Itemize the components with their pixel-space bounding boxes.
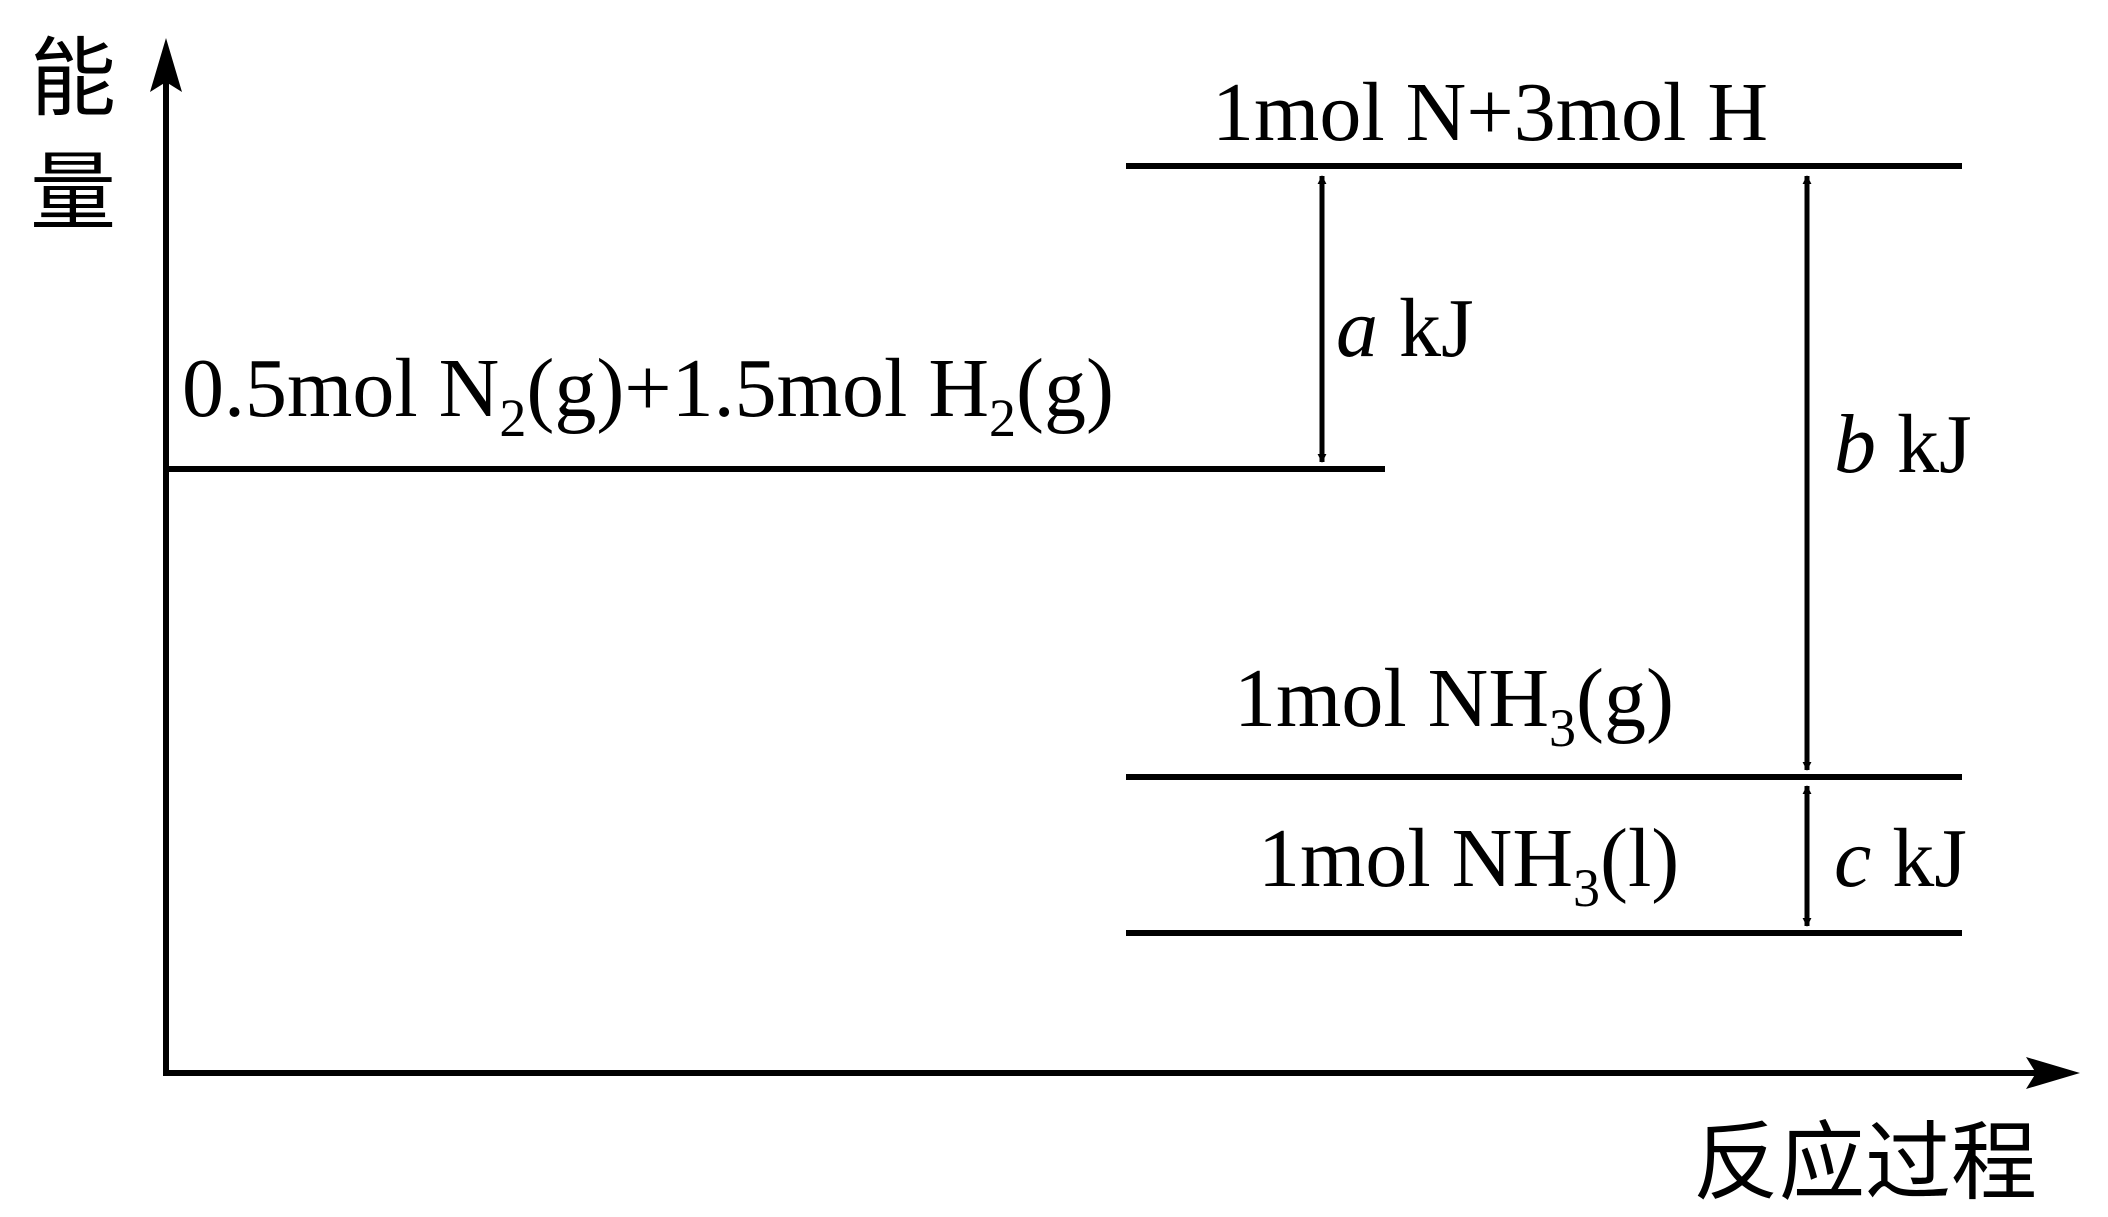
energy-a-label: a kJ bbox=[1336, 282, 1474, 375]
y-axis-label-top: 能 bbox=[30, 29, 116, 129]
ammonia-gas-level-label: 1mol NH3(g) bbox=[1234, 652, 1674, 758]
y-axis-label-bottom: 量 bbox=[30, 143, 116, 243]
energy-levels bbox=[166, 163, 1962, 936]
energy-arrows bbox=[1317, 175, 1812, 927]
reactants-level-label: 0.5mol N2(g)+1.5mol H2(g) bbox=[182, 342, 1114, 448]
energy-c-label: c kJ bbox=[1834, 812, 1967, 905]
y-axis-arrowhead bbox=[150, 38, 182, 92]
ammonia-liquid-level-label: 1mol NH3(l) bbox=[1258, 812, 1679, 918]
axes bbox=[163, 70, 2045, 1076]
atoms-level-label: 1mol N+3mol H bbox=[1212, 66, 1768, 159]
x-axis-arrowhead bbox=[2026, 1057, 2080, 1089]
x-axis-label: 反应过程 bbox=[1693, 1113, 2037, 1213]
energy-b-label: b kJ bbox=[1834, 398, 1972, 491]
